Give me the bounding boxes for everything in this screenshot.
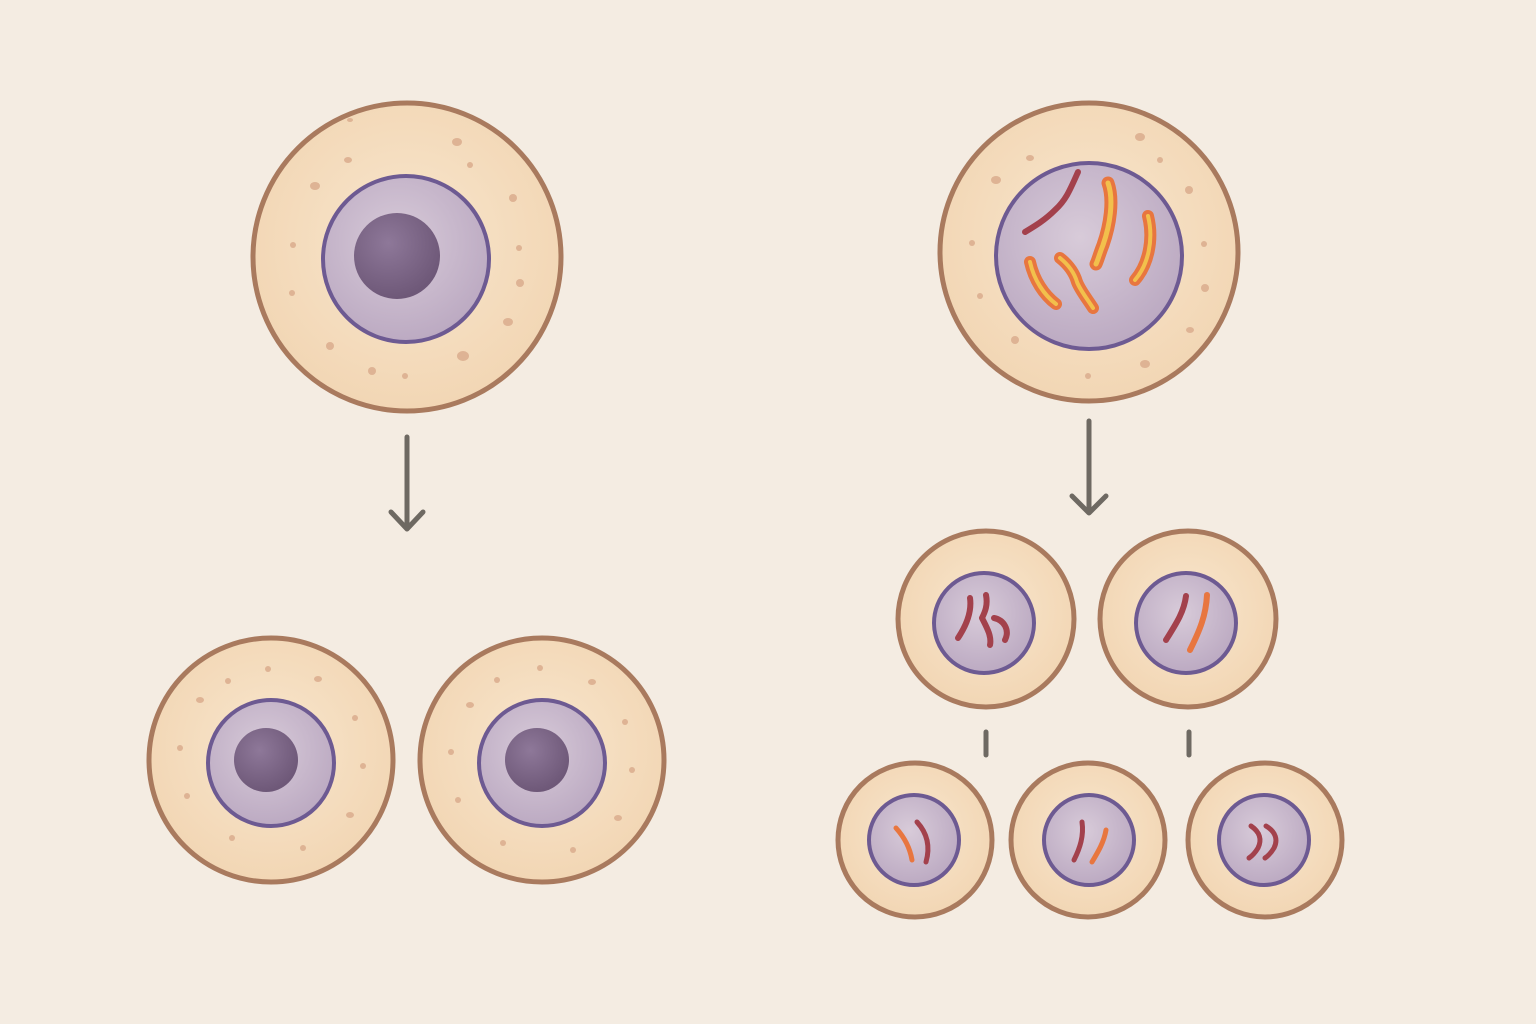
chromosomes [1022, 169, 1157, 314]
chromosome [1071, 819, 1085, 863]
nucleolus [234, 728, 298, 792]
nucleus [867, 793, 961, 887]
chromosome [1022, 169, 1081, 235]
down-arrow-icon [388, 434, 426, 532]
parent-cell-with-chromosomes [937, 100, 1241, 404]
chromosomes [1071, 819, 1109, 865]
meiosis-panel [835, 100, 1345, 920]
chromosomes [1246, 823, 1279, 861]
second-division-cell-3 [1185, 760, 1345, 920]
chromosome [1089, 827, 1109, 865]
chromosomes [955, 592, 1010, 648]
second-division-cell-1 [835, 760, 995, 920]
chromosome [1054, 252, 1099, 314]
nucleus [1217, 793, 1311, 887]
chromosome [1262, 823, 1279, 861]
parent-cell [250, 100, 564, 414]
nucleolus [354, 213, 440, 299]
daughter-cell-right [417, 635, 667, 885]
cytoplasm-speckles [177, 666, 366, 851]
chromosome [893, 825, 915, 863]
chromosome [955, 595, 974, 641]
cytoplasm-speckles [969, 133, 1209, 379]
cytoplasm-speckles [448, 665, 635, 853]
chromosome [1129, 210, 1157, 286]
chromosome [1246, 823, 1263, 861]
chromosome [991, 615, 1010, 643]
chromosome [1163, 593, 1189, 643]
first-division-cell-right [1097, 528, 1279, 710]
second-division-cell-2 [1008, 760, 1168, 920]
chromosome [1024, 256, 1062, 310]
chromosome [1187, 592, 1210, 653]
chromosomes [893, 819, 931, 865]
mitosis-panel [146, 100, 667, 885]
connectors [983, 729, 1192, 758]
chromosomes [1163, 592, 1210, 653]
nucleolus [505, 728, 569, 792]
nucleus [1134, 571, 1238, 675]
chromosome [1089, 176, 1118, 271]
down-arrow-icon [1069, 418, 1109, 516]
cytoplasm-speckles [289, 118, 524, 379]
chromosome [914, 819, 931, 865]
first-division-cell-left [895, 528, 1077, 710]
nucleus [994, 161, 1184, 351]
chromosome [979, 592, 994, 648]
daughter-cell-left [146, 635, 396, 885]
nucleus [1042, 793, 1136, 887]
